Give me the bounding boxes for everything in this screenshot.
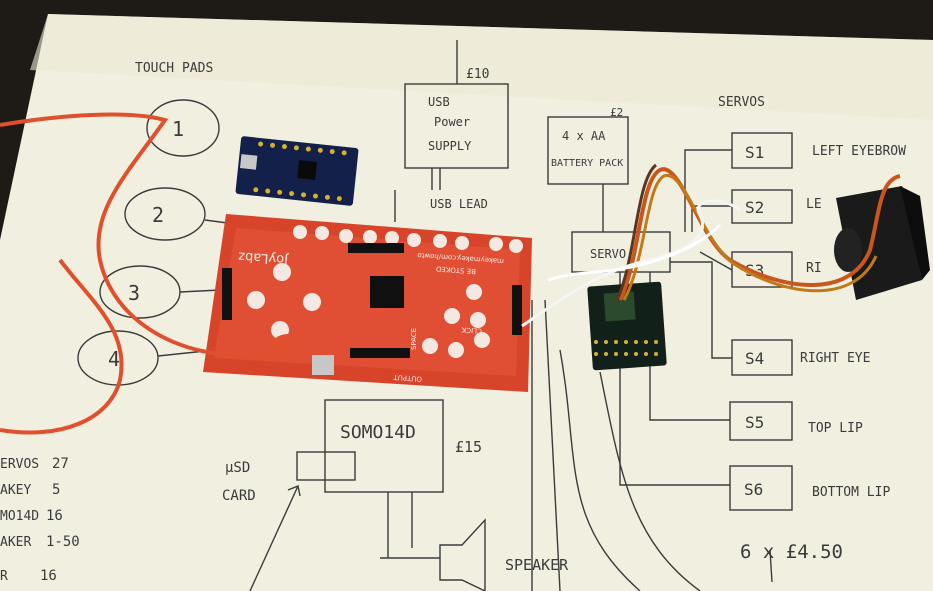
board-output: OUTPUT	[393, 373, 423, 383]
battery-label-1: 4 x AA	[562, 129, 606, 143]
s2-label: S2	[745, 198, 764, 217]
somo-box	[324, 399, 444, 493]
board-click: CLICK	[461, 325, 482, 334]
battery-box	[547, 116, 629, 185]
servo-wire-brown	[614, 163, 658, 303]
cost-value-5: 16	[40, 568, 57, 584]
white-wire-1	[521, 199, 741, 328]
touch-pads-label: TOUCH PADS	[135, 61, 213, 76]
sd-card-slot	[296, 451, 356, 481]
pad-number-1: 1	[172, 117, 184, 141]
left-partial-label: LE	[806, 197, 822, 212]
cost-item-3: MO14D	[0, 509, 39, 524]
cost-value-2: 5	[52, 482, 60, 498]
servo-box-s6	[729, 465, 793, 511]
cost-value-3: 16	[46, 508, 63, 524]
servo-box-label: SERVO	[590, 247, 626, 261]
cost-item-1: ERVOS	[0, 457, 39, 472]
pad-number-3: 3	[128, 281, 140, 305]
usb-power-label-2: Power	[434, 115, 470, 129]
pad-number-4: 4	[108, 347, 120, 371]
left-eyebrow-label: LEFT EYEBROW	[812, 144, 906, 159]
top-lip-label: TOP LIP	[808, 421, 863, 436]
servos-title: SERVOS	[718, 95, 765, 110]
servo-box-s5	[729, 401, 793, 441]
cost-item-4: AKER	[0, 535, 31, 550]
pad-circle-2	[124, 187, 206, 241]
board-stoked: BE STOKED	[436, 264, 477, 275]
servo-controller-board	[587, 281, 667, 371]
battery-label-2: BATTERY PACK	[551, 158, 623, 169]
right-partial-label: RI	[806, 261, 822, 276]
usd-label-2: CARD	[222, 488, 256, 504]
servo-controller-box	[571, 231, 671, 273]
speaker-drawing	[439, 518, 486, 591]
cost-item-5: R	[0, 569, 8, 584]
board-brand: JoyLabz	[238, 248, 290, 267]
paper-shading	[30, 14, 933, 120]
red-cable	[0, 112, 286, 358]
usb-price: £10	[466, 67, 489, 82]
handwriting: TOUCH PADS 1 2 3 4 USB Power SUPPLY £10 …	[0, 61, 906, 584]
speaker-label: SPEAKER	[505, 556, 569, 574]
bottom-lip-label: BOTTOM LIP	[812, 485, 890, 500]
makey-makey-board: JoyLabz makeymakey.com/howto BE STOKED C…	[203, 214, 532, 392]
s1-label: S1	[745, 143, 764, 162]
cost-value-1: 27	[52, 456, 69, 472]
pad-circle-1	[146, 99, 220, 157]
s5-label: S5	[745, 413, 764, 432]
s4-label: S4	[745, 349, 764, 368]
pad-number-2: 2	[152, 203, 164, 227]
usb-power-label-3: SUPPLY	[428, 139, 472, 153]
cables	[0, 112, 901, 435]
pro-micro-board	[235, 136, 359, 206]
usb-lead-label: USB LEAD	[430, 197, 488, 211]
s6-label: S6	[744, 480, 763, 499]
cost-value-4: 1-50	[46, 534, 80, 550]
somo-label: SOMO14D	[340, 422, 416, 443]
somo-price: £15	[455, 438, 482, 456]
battery-price: £2	[610, 106, 623, 119]
alligator-clip	[270, 334, 306, 362]
board-space: SPACE	[410, 328, 418, 350]
cost-item-2: AKEY	[0, 483, 31, 498]
white-wire-2	[547, 223, 722, 282]
usd-label-1: μSD	[225, 460, 250, 476]
usb-power-label-1: USB	[428, 95, 450, 109]
servo-cost-label: 6 x £4.50	[740, 541, 843, 563]
right-eye-label: RIGHT EYE	[800, 351, 870, 366]
red-cable-2	[0, 258, 124, 435]
